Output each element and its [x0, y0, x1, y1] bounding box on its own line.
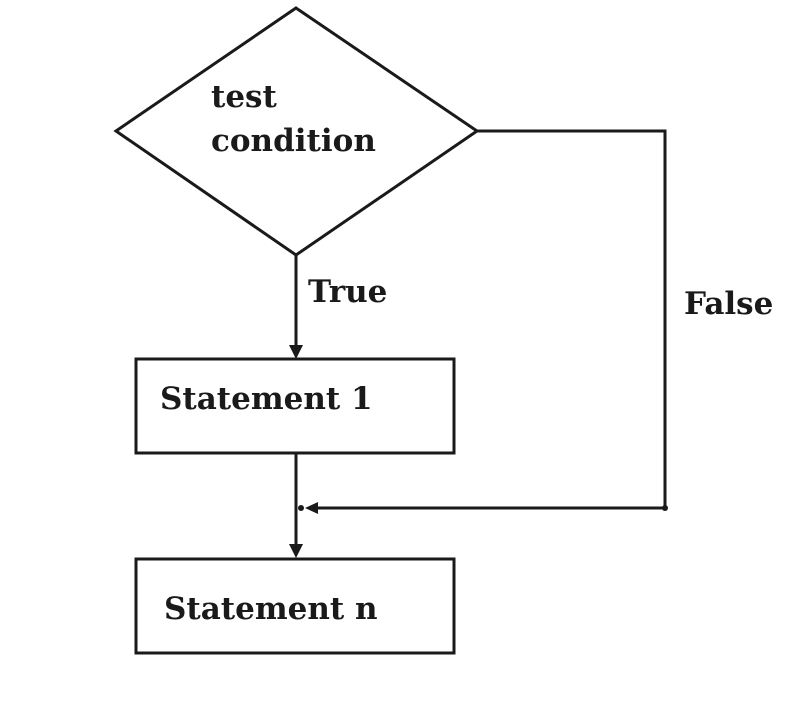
- statement-1-label: Statement 1: [160, 381, 373, 417]
- statement-1-box: [134, 357, 456, 455]
- decision-label-line2: condition: [211, 123, 376, 159]
- statement-n-label: Statement n: [164, 591, 378, 627]
- false-edge-arrowhead: [305, 502, 318, 514]
- false-edge-label: False: [684, 286, 773, 322]
- merge-point-dot: [298, 505, 304, 511]
- true-edge-label: True: [308, 274, 387, 310]
- true-edge-arrowhead: [289, 345, 303, 359]
- false-edge: [318, 129, 667, 510]
- statement-1-to-n-arrowhead: [289, 544, 303, 558]
- statement-n-box: [134, 557, 456, 655]
- false-edge-joint-dot: [662, 505, 668, 511]
- decision-label-line1: test: [211, 79, 277, 115]
